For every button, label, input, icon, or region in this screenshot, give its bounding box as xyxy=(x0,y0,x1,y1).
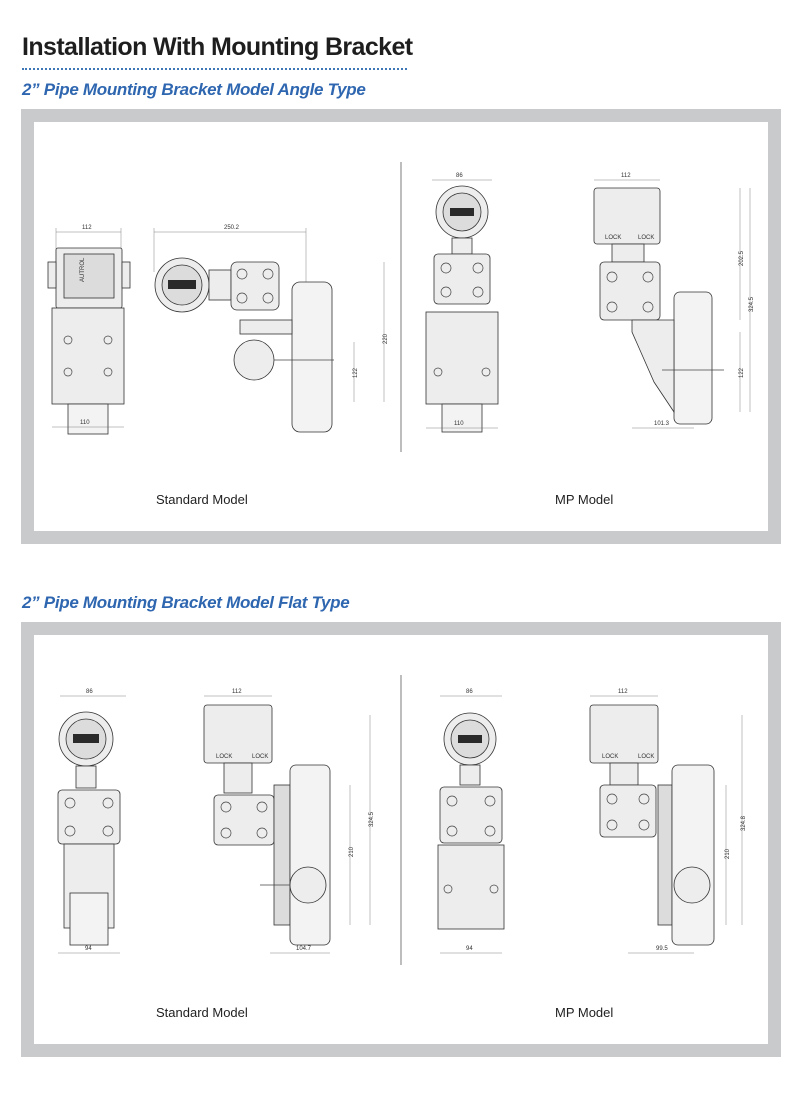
angle-type-panel: 112 AUTROL 110 250.2 xyxy=(21,109,781,544)
flat-type-panel-inner: 86 94 112 LOCK LOCK xyxy=(34,635,768,1044)
angle-mp-dim-total-h: 324.5 xyxy=(749,296,755,312)
angle-mp-lock-right: LOCK xyxy=(638,235,654,241)
flat-standard-dim-front-top: 86 xyxy=(86,689,93,695)
flat-mp-dim-lower-h: 210 xyxy=(725,848,731,859)
angle-standard-dim-lower: 122 xyxy=(353,367,359,378)
angle-standard-dim-top: 112 xyxy=(82,225,92,231)
flat-type-panel: 86 94 112 LOCK LOCK xyxy=(21,622,781,1057)
title-divider xyxy=(22,68,407,70)
flat-type-drawing: 86 94 112 LOCK LOCK xyxy=(57,675,747,965)
flat-standard-dim-front-bottom: 94 xyxy=(85,946,92,952)
section-title-angle: 2” Pipe Mounting Bracket Model Angle Typ… xyxy=(22,80,366,99)
flat-standard-model-label: Standard Model xyxy=(156,1005,248,1020)
angle-mp-side-view: 112 LOCK LOCK 101.3 202.5 324.5 xyxy=(593,173,755,429)
flat-mp-front-view: 86 94 xyxy=(437,689,505,954)
angle-mp-dim-side-top: 112 xyxy=(621,173,631,179)
angle-mp-lock-left: LOCK xyxy=(605,235,621,241)
flat-standard-side-view: 112 LOCK LOCK 104.7 324.5 210 xyxy=(203,689,375,954)
angle-mp-dim-upper-h: 202.5 xyxy=(739,250,745,266)
flat-mp-dim-front-bottom: 94 xyxy=(466,946,473,952)
angle-type-drawing: 112 AUTROL 110 250.2 xyxy=(47,162,755,452)
flat-mp-side-view: 112 LOCK LOCK 99.5 324.8 210 xyxy=(589,689,747,954)
angle-mp-dim-front-bottom: 110 xyxy=(454,421,464,427)
flat-standard-front-view: 86 94 xyxy=(57,689,126,954)
flat-mp-lock-right: LOCK xyxy=(638,754,654,760)
angle-standard-brand: AUTROL xyxy=(80,257,86,282)
flat-mp-dim-total-h: 324.8 xyxy=(741,815,747,831)
section-title-flat: 2” Pipe Mounting Bracket Model Flat Type xyxy=(22,593,350,612)
angle-standard-side-view: 250.2 220 122 xyxy=(153,225,389,433)
angle-standard-dim-overall: 250.2 xyxy=(224,225,240,231)
flat-standard-dim-total-h: 324.5 xyxy=(369,811,375,827)
angle-standard-dim-bottom: 110 xyxy=(80,420,90,426)
angle-mp-dim-side-bottom: 101.3 xyxy=(654,421,670,427)
flat-standard-dim-lower-h: 210 xyxy=(349,846,355,857)
flat-mp-dim-side-bottom: 99.5 xyxy=(656,946,668,952)
flat-mp-model-label: MP Model xyxy=(555,1005,614,1020)
angle-type-panel-inner: 112 AUTROL 110 250.2 xyxy=(34,122,768,531)
angle-standard-front-view: 112 AUTROL 110 xyxy=(47,225,131,435)
angle-mp-dim-front-top: 86 xyxy=(456,173,463,179)
flat-standard-lock-right: LOCK xyxy=(252,754,268,760)
flat-standard-dim-side-top: 112 xyxy=(232,689,242,695)
angle-mp-dim-lower-h: 122 xyxy=(739,367,745,378)
flat-mp-lock-left: LOCK xyxy=(602,754,618,760)
flat-standard-dim-side-bottom: 104.7 xyxy=(296,946,312,952)
angle-standard-dim-height: 220 xyxy=(383,333,389,344)
flat-mp-dim-front-top: 86 xyxy=(466,689,473,695)
angle-mp-model-label: MP Model xyxy=(555,492,614,507)
page-title: Installation With Mounting Bracket xyxy=(22,33,413,61)
angle-mp-front-view: 86 110 xyxy=(425,173,499,433)
flat-standard-lock-left: LOCK xyxy=(216,754,232,760)
angle-standard-model-label: Standard Model xyxy=(156,492,248,507)
flat-mp-dim-side-top: 112 xyxy=(618,689,628,695)
